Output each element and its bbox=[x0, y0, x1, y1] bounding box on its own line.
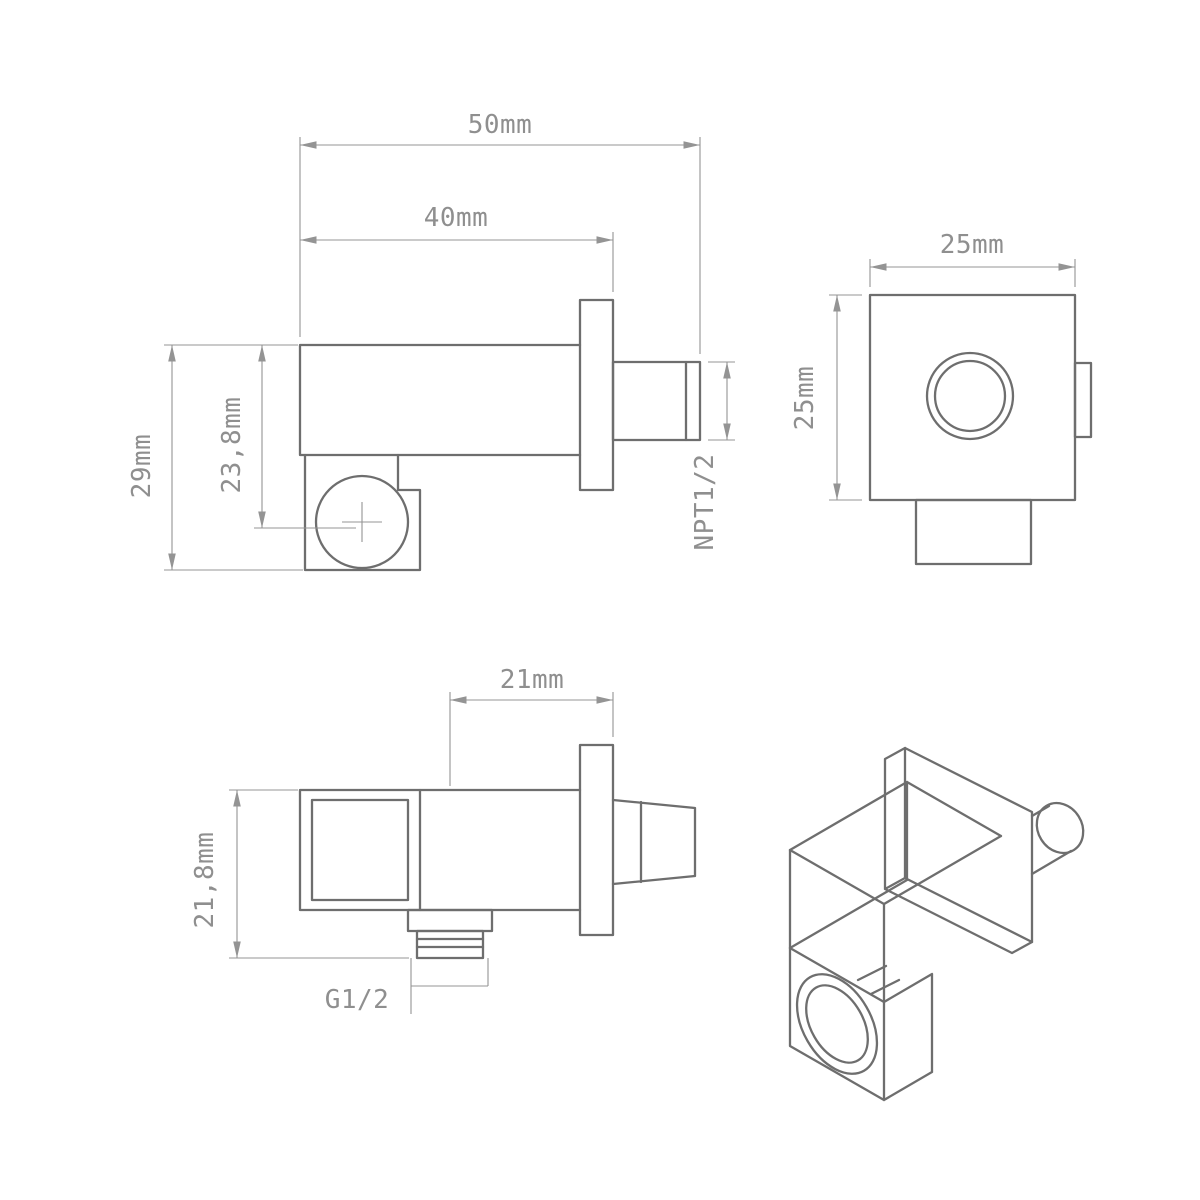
dim-outlet-offset-label: 21mm bbox=[500, 665, 565, 695]
dim-body-height-label: 21,8mm bbox=[190, 832, 220, 929]
dim-holder-center-height: 23,8mm bbox=[217, 345, 356, 529]
wall-flange bbox=[578, 743, 615, 937]
handset-holder bbox=[303, 453, 422, 572]
iso-holder-bracket bbox=[788, 946, 934, 1102]
end-view-outline bbox=[868, 293, 1093, 566]
outlet-collar bbox=[406, 908, 494, 933]
side-tab bbox=[1073, 361, 1093, 439]
dim-body-width-label: 40mm bbox=[424, 203, 489, 233]
center-mark bbox=[342, 502, 382, 542]
holder-cup-bore bbox=[314, 474, 410, 570]
body-outline bbox=[298, 788, 582, 912]
holder-below bbox=[914, 498, 1033, 566]
spout-inner-circle bbox=[933, 359, 1007, 433]
dim-overall-width: 50mm bbox=[299, 110, 701, 354]
dim-overall-height-label: 29mm bbox=[127, 434, 157, 499]
dim-body-width: 40mm bbox=[300, 203, 614, 292]
iso-body-edges bbox=[788, 780, 1003, 950]
outlet-thread-label: G1/2 bbox=[325, 985, 390, 1015]
front-view: 50mm 40mm 29mm 23,8mm NPT1/2 bbox=[127, 110, 735, 572]
dim-holder-center-height-label: 23,8mm bbox=[217, 397, 247, 494]
bottom-view: 21mm 21,8mm G1/2 bbox=[190, 665, 697, 1015]
wall-flange bbox=[578, 298, 615, 492]
square-body bbox=[868, 293, 1077, 502]
holder-block-inner bbox=[310, 798, 410, 902]
outlet-thread-callout: G1/2 bbox=[325, 958, 489, 1015]
dim-overall-height: 29mm bbox=[127, 344, 303, 571]
iso-plate-thickness bbox=[883, 746, 1034, 955]
bottom-view-outline bbox=[298, 743, 697, 960]
iso-wall-plate bbox=[903, 746, 1034, 944]
dim-outlet-offset: 21mm bbox=[449, 665, 614, 786]
iso-holder-cup-outer bbox=[795, 973, 879, 1075]
isometric-view bbox=[788, 746, 1085, 1102]
inlet-thread-label: NPT1/2 bbox=[690, 454, 720, 551]
outlet-nipple bbox=[415, 929, 485, 960]
iso-holder-cup-inner bbox=[805, 984, 869, 1064]
end-view: 25mm 25mm bbox=[790, 230, 1093, 566]
inlet-spout bbox=[611, 360, 702, 442]
iso-spout-sides bbox=[1030, 804, 1073, 876]
dim-inlet-thread: NPT1/2 bbox=[690, 361, 735, 551]
dim-end-width-label: 25mm bbox=[940, 230, 1005, 260]
body-outline bbox=[298, 343, 582, 457]
inlet-spout-tapered bbox=[611, 798, 697, 886]
iso-holder-notch bbox=[856, 964, 901, 996]
iso-spout-tip bbox=[1035, 801, 1085, 855]
dim-end-height-label: 25mm bbox=[790, 366, 820, 431]
spout-outer-circle bbox=[925, 351, 1015, 441]
outlet-threads bbox=[415, 937, 485, 949]
dim-end-height: 25mm bbox=[790, 294, 862, 501]
dim-end-width: 25mm bbox=[869, 230, 1076, 287]
front-view-outline bbox=[298, 298, 702, 572]
dim-overall-width-label: 50mm bbox=[468, 110, 533, 140]
dim-body-height: 21,8mm bbox=[190, 789, 409, 959]
